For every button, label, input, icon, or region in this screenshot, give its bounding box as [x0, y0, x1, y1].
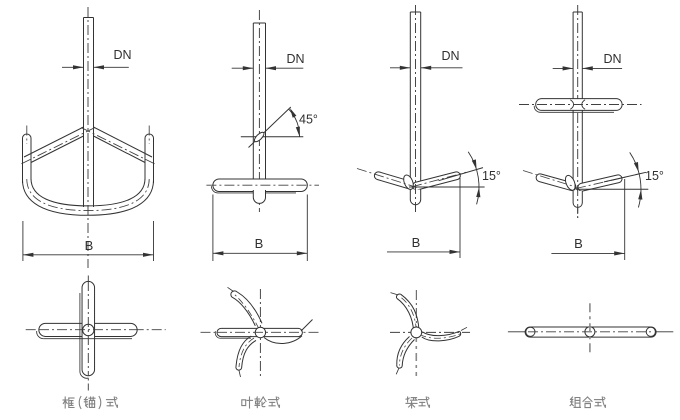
svg-text:DN: DN [442, 49, 460, 63]
svg-text:45°: 45° [299, 113, 318, 127]
svg-text:15°: 15° [482, 169, 501, 183]
svg-text:B: B [574, 236, 583, 251]
svg-text:B: B [85, 238, 94, 253]
svg-text:DN: DN [604, 52, 622, 66]
svg-text:B: B [255, 236, 264, 251]
svg-text:B: B [412, 235, 421, 250]
svg-text:15°: 15° [645, 169, 664, 183]
svg-text:DN: DN [114, 48, 132, 62]
svg-text:DN: DN [287, 52, 305, 66]
